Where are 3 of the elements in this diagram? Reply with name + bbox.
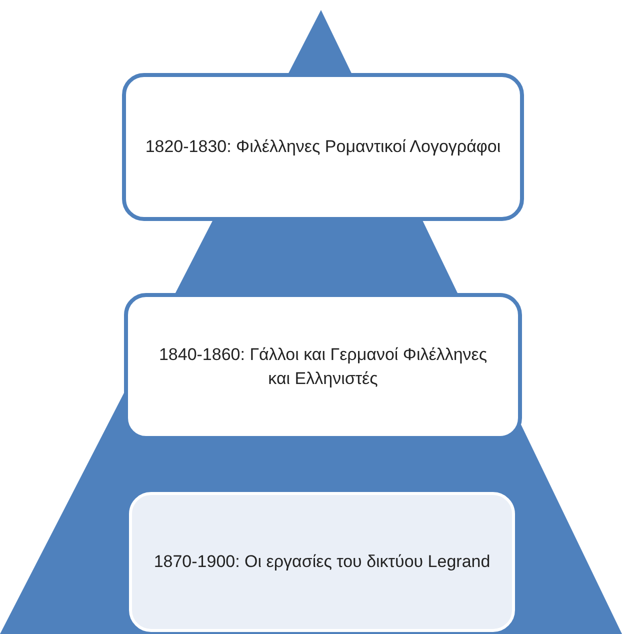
tier-label: 1820-1830: Φιλέλληνες Ρομαντικοί Λογογράφοι — [144, 136, 502, 158]
tier-label: 1870-1900: Οι εργασίες του δικτύου Legrand — [152, 551, 492, 573]
tier-label: 1840-1860: Γάλλοι και Γερμανοί Φιλέλληνες και Ελληνιστές — [158, 344, 488, 390]
